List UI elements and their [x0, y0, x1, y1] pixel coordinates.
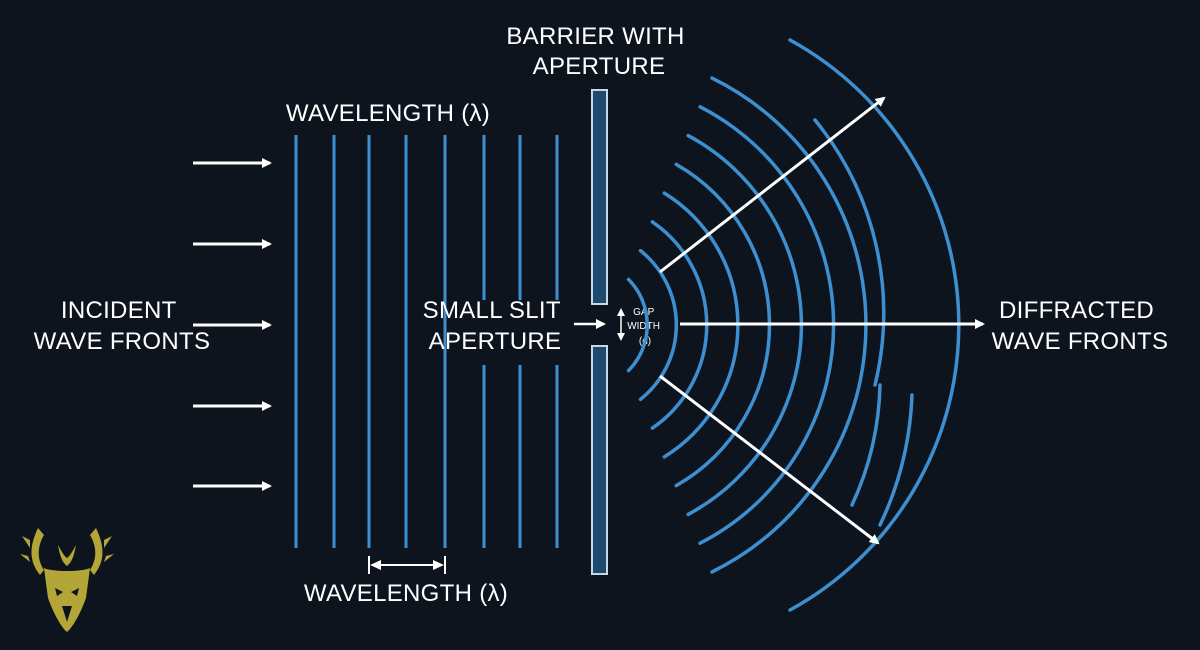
- barrier-upper: [591, 89, 608, 305]
- plane-wave-fronts: [294, 135, 559, 548]
- diffraction-arrow-down: [659, 374, 880, 545]
- wavelength-indicator: [368, 556, 446, 574]
- wavelength-bottom-label: WAVELENGTH (λ): [304, 580, 508, 607]
- diffracted-arc: [878, 393, 914, 527]
- diffraction-arrows: [659, 96, 985, 545]
- diffracted-arc: [813, 118, 886, 387]
- diffracted-arc: [638, 248, 679, 402]
- slit-label: SMALL SLIT APERTURE: [423, 297, 568, 355]
- diffraction-arrow-up: [659, 96, 886, 274]
- barrier-label: BARRIER WITH APERTURE: [506, 23, 691, 80]
- diffracted-arc: [850, 383, 882, 507]
- stag-antlers-logo-icon: [20, 528, 114, 632]
- barrier: [591, 89, 608, 575]
- incident-label: INCIDENT WAVE FRONTS: [34, 297, 211, 355]
- wavelength-top-label: WAVELENGTH (λ): [286, 100, 490, 127]
- diffracted-arc: [626, 277, 649, 373]
- barrier-lower: [591, 345, 608, 575]
- gap-width-indicator: [617, 308, 625, 341]
- incident-arrows: [193, 158, 272, 491]
- diffracted-label: DIFFRACTED WAVE FRONTS: [992, 297, 1169, 355]
